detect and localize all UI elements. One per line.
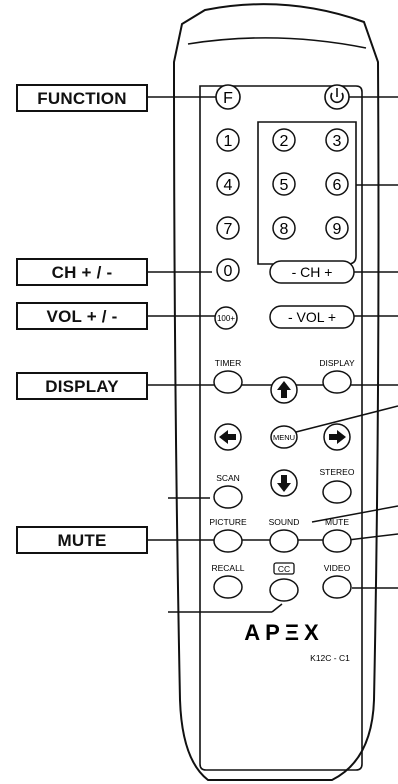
mute-label: MUTE <box>325 517 349 527</box>
brand-logo: APΞX <box>244 620 323 645</box>
digit-button-9[interactable]: 9 <box>325 216 349 240</box>
volume-rocker-label: - VOL + <box>288 309 336 325</box>
recall-button[interactable]: RECALL <box>211 563 245 599</box>
timer-label: TIMER <box>215 358 241 368</box>
digit-label: 3 <box>333 133 342 150</box>
scan-button[interactable]: SCAN <box>213 473 243 509</box>
callout-display: DISPLAY <box>16 372 148 400</box>
digit-button-1[interactable]: 1 <box>216 128 240 152</box>
hundred-plus-label: 100+ <box>217 314 235 323</box>
scan-label: SCAN <box>216 473 240 483</box>
button-panel <box>199 85 363 771</box>
digit-label: 5 <box>280 177 289 194</box>
digit-button-2[interactable]: 2 <box>272 128 296 152</box>
digit-label: 2 <box>280 133 289 150</box>
mute-button[interactable]: MUTE <box>322 517 352 553</box>
callout-vol: VOL + / - <box>16 302 148 330</box>
sound-button[interactable]: SOUND <box>269 517 300 553</box>
digit-button-5[interactable]: 5 <box>272 172 296 196</box>
recall-label: RECALL <box>211 563 244 573</box>
down-arrow-button[interactable] <box>270 469 298 497</box>
function-key-label: F <box>223 90 233 107</box>
menu-button[interactable]: MENU <box>270 425 298 449</box>
callout-mute: MUTE <box>16 526 148 554</box>
menu-label: MENU <box>273 433 295 442</box>
right-arrow-button[interactable] <box>323 423 351 451</box>
down-arrow-icon <box>277 475 291 492</box>
power-icon <box>330 92 344 104</box>
digit-label: 7 <box>224 221 233 238</box>
callout-ch: CH + / - <box>16 258 148 286</box>
digit-label: 8 <box>280 221 289 238</box>
sound-label: SOUND <box>269 517 300 527</box>
video-label: VIDEO <box>324 563 351 573</box>
display-button[interactable]: DISPLAY <box>319 358 355 394</box>
video-button[interactable]: VIDEO <box>322 563 352 599</box>
digit-button-4[interactable]: 4 <box>216 172 240 196</box>
digit-button-0[interactable]: 0 <box>216 258 240 282</box>
digit-button-7[interactable]: 7 <box>216 216 240 240</box>
right-arrow-icon <box>329 430 346 444</box>
digit-label: 4 <box>224 177 233 194</box>
timer-button[interactable]: TIMER <box>213 358 243 394</box>
display-label: DISPLAY <box>319 358 355 368</box>
model-number: K12C - C1 <box>310 653 350 663</box>
left-arrow-button[interactable] <box>214 423 242 451</box>
channel-rocker-label: - CH + <box>292 264 333 280</box>
stereo-label: STEREO <box>320 467 355 477</box>
digit-label: 9 <box>333 221 342 238</box>
digit-label: 6 <box>333 177 342 194</box>
digit-button-3[interactable]: 3 <box>325 128 349 152</box>
callout-function: FUNCTION <box>16 84 148 112</box>
left-leaders <box>148 96 348 613</box>
cc-label: CC <box>278 564 290 574</box>
volume-rocker[interactable]: - VOL + <box>269 305 355 329</box>
picture-label: PICTURE <box>209 517 247 527</box>
power-button[interactable] <box>324 84 350 110</box>
left-arrow-icon <box>219 430 236 444</box>
picture-button[interactable]: PICTURE <box>209 517 247 553</box>
right-leaders <box>295 96 398 589</box>
stereo-button[interactable]: STEREO <box>320 467 355 504</box>
digit-button-6[interactable]: 6 <box>325 172 349 196</box>
remote-top-edge <box>187 37 367 49</box>
function-button[interactable]: F <box>215 84 241 110</box>
digit-label: 0 <box>224 263 233 280</box>
hundred-plus-button[interactable]: 100+ <box>214 306 238 330</box>
channel-rocker[interactable]: - CH + <box>269 260 355 284</box>
cc-button[interactable]: CC <box>269 562 299 602</box>
up-arrow-button[interactable] <box>270 376 298 404</box>
up-arrow-icon <box>277 381 291 398</box>
digit-button-8[interactable]: 8 <box>272 216 296 240</box>
digit-label: 1 <box>224 133 233 150</box>
